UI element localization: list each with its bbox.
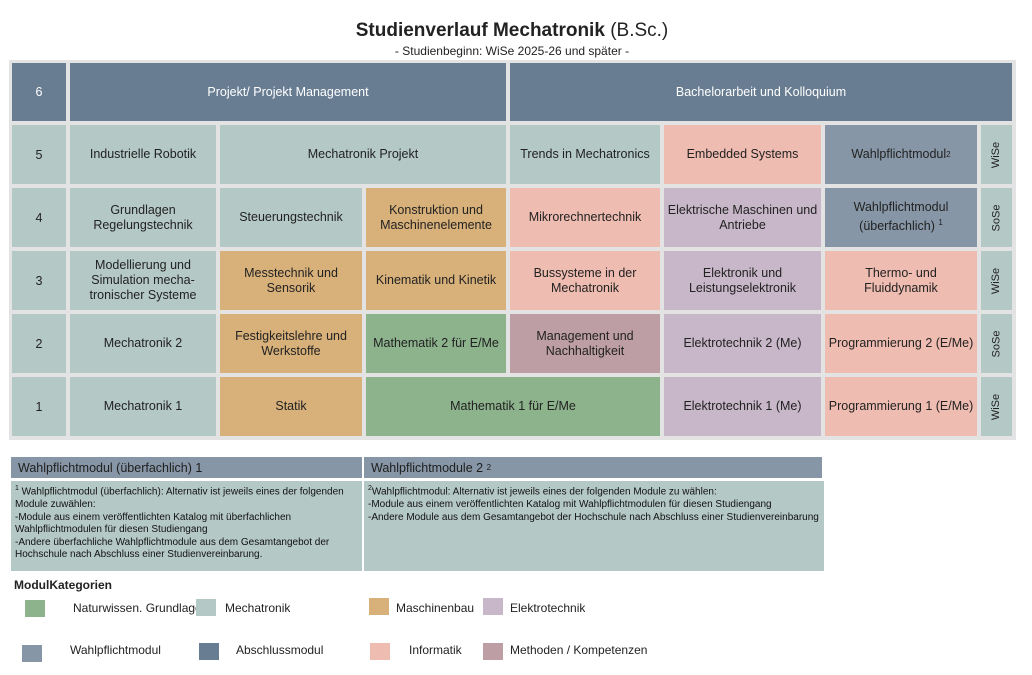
legend-swatch-abschluss xyxy=(199,643,219,660)
module-thermo-fluiddynamik: Thermo- und Fluiddynamik xyxy=(825,251,977,310)
semester-number-6: 6 xyxy=(12,63,66,121)
note-wpm2-line-3: -Andere Module aus dem Gesamtangebot der… xyxy=(368,511,819,523)
season-label-5: WiSe xyxy=(981,125,1012,184)
module-embedded-systems: Embedded Systems xyxy=(664,125,821,184)
module-projekt-management: Projekt/ Projekt Management xyxy=(70,63,506,121)
module-grundlagen-regelungstechnik: Grundlagen Regelungstechnik xyxy=(70,188,216,247)
module-mechatronik-1: Mechatronik 1 xyxy=(70,377,216,436)
season-label-1: WiSe xyxy=(981,377,1012,436)
footnote-marker: 1 xyxy=(938,218,943,228)
curriculum-grid xyxy=(9,60,1016,440)
module-statik: Statik xyxy=(220,377,362,436)
module-festigkeitslehre: Festigkeitslehre und Werkstoffe xyxy=(220,314,362,373)
module-konstruktion: Konstruktion und Maschinenelemente xyxy=(366,188,506,247)
legend-label-mechatronik: Mechatronik xyxy=(225,601,291,615)
module-elektrotechnik-2: Elektrotechnik 2 (Me) xyxy=(664,314,821,373)
legend-swatch-maschinenbau xyxy=(369,598,389,615)
legend-label-maschinenbau: Maschinenbau xyxy=(396,601,475,615)
note-wpm2-title: Wahlpflichtmodule 2 2 xyxy=(364,457,822,478)
module-mathematik-2: Mathematik 2 für E/Me xyxy=(366,314,506,373)
module-mechatronik-projekt: Mechatronik Projekt xyxy=(220,125,506,184)
module-modellierung-simulation: Modellierung und Simulation mecha-tronis… xyxy=(70,251,216,310)
footnote-marker: 2 xyxy=(946,150,951,159)
module-mechatronik-2: Mechatronik 2 xyxy=(70,314,216,373)
legend-title: ModulKategorien xyxy=(14,578,112,592)
note-wpm2-line-1: 2Wahlpflichtmodul: Alternativ ist jeweil… xyxy=(368,485,717,498)
note-wpm2-line-2: -Module aus einem veröffentlichten Katal… xyxy=(368,498,772,510)
module-messtechnik-sensorik: Messtechnik und Sensorik xyxy=(220,251,362,310)
note-wpm1-title: Wahlpflichtmodul (überfachlich) 1 xyxy=(11,457,362,478)
legend-swatch-mechatronik xyxy=(196,599,216,616)
semester-number-2: 2 xyxy=(12,314,66,373)
module-bachelorarbeit: Bachelorarbeit und Kolloquium xyxy=(510,63,1012,121)
module-wahlpflichtmodul-4: Wahlpflichtmodul (überfachlich) 1 xyxy=(825,188,977,247)
module-elektrische-maschinen: Elektrische Maschinen und Antriebe xyxy=(664,188,821,247)
legend-label-wahlpflicht: Wahlpflichtmodul xyxy=(70,643,161,657)
module-industrielle-robotik: Industrielle Robotik xyxy=(70,125,216,184)
module-kinematik-kinetik: Kinematik und Kinetik xyxy=(366,251,506,310)
season-label-2: SoSe xyxy=(981,314,1012,373)
note-wpm1-body: 1 Wahlpflichtmodul (überfachlich): Alter… xyxy=(11,481,362,571)
legend-label-informatik: Informatik xyxy=(409,643,462,657)
module-programmierung-1: Programmierung 1 (E/Me) xyxy=(825,377,977,436)
page-title: Studienverlauf Mechatronik (B.Sc.) xyxy=(0,20,1024,42)
note-wpm1-line-3: -Andere überfachliche Wahlpflichtmodule … xyxy=(15,536,330,561)
semester-number-5: 5 xyxy=(12,125,66,184)
title-suffix: (B.Sc.) xyxy=(610,20,669,41)
title-main: Studienverlauf Mechatronik xyxy=(355,20,605,41)
legend-label-methoden: Methoden / Kompetenzen xyxy=(510,643,648,657)
season-label-4: SoSe xyxy=(981,188,1012,247)
semester-number-4: 4 xyxy=(12,188,66,247)
semester-number-1: 1 xyxy=(12,377,66,436)
page-subtitle: - Studienbeginn: WiSe 2025-26 und später… xyxy=(394,44,630,58)
legend-swatch-wahlpflicht xyxy=(22,645,42,662)
module-wahlpflichtmodul-5-label: Wahlpflichtmodul xyxy=(851,147,947,161)
module-trends-mechatronics: Trends in Mechatronics xyxy=(510,125,660,184)
legend-label-abschluss: Abschlussmodul xyxy=(236,643,324,657)
module-mathematik-1: Mathematik 1 für E/Me xyxy=(366,377,660,436)
legend-swatch-methoden xyxy=(483,643,503,660)
semester-number-3: 3 xyxy=(12,251,66,310)
note-wpm2-body: 2Wahlpflichtmodul: Alternativ ist jeweil… xyxy=(364,481,824,571)
module-mikrorechnertechnik: Mikrorechnertechnik xyxy=(510,188,660,247)
note-wpm1-line-2: -Module aus einem veröffentlichten Katal… xyxy=(15,511,292,536)
module-programmierung-2: Programmierung 2 (E/Me) xyxy=(825,314,977,373)
legend-label-elektrotechnik: Elektrotechnik xyxy=(510,601,586,615)
legend-swatch-elektrotechnik xyxy=(483,598,503,615)
module-steuerungstechnik: Steuerungstechnik xyxy=(220,188,362,247)
legend-swatch-informatik xyxy=(370,643,390,660)
module-elektronik-leistungselektronik: Elektronik und Leistungselektronik xyxy=(664,251,821,310)
module-bussysteme: Bussysteme in der Mechatronik xyxy=(510,251,660,310)
season-label-3: WiSe xyxy=(981,251,1012,310)
legend-label-naturwissen: Naturwissen. Grundlagen xyxy=(73,601,198,615)
note-wpm1-line-1: 1 Wahlpflichtmodul (überfachlich): Alter… xyxy=(15,485,344,510)
module-management-nachhaltigkeit: Management und Nachhaltigkeit xyxy=(510,314,660,373)
legend-swatch-naturwissen xyxy=(25,600,45,617)
module-elektrotechnik-1: Elektrotechnik 1 (Me) xyxy=(664,377,821,436)
module-wahlpflichtmodul-4-label: Wahlpflichtmodul (überfachlich) 1 xyxy=(853,200,949,234)
